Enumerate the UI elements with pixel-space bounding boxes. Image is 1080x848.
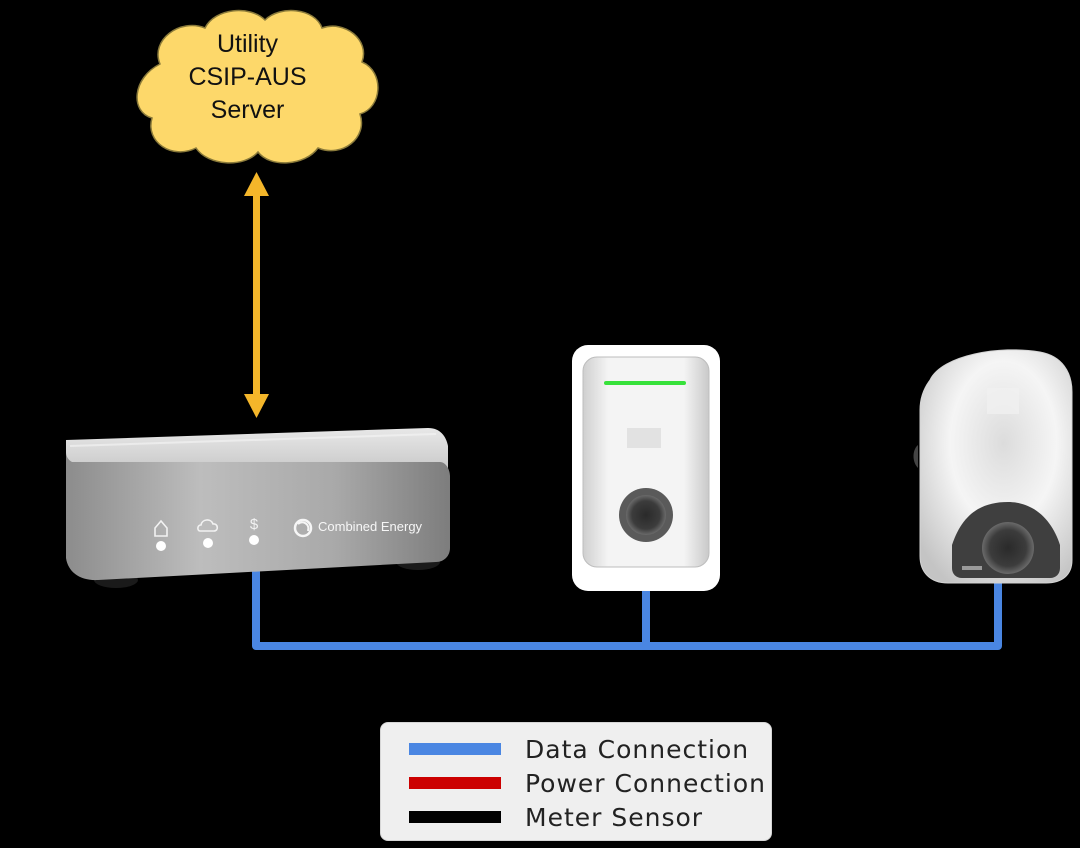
legend: Data Connection Power Connection Meter S…: [380, 722, 772, 841]
legend-swatch-power: [409, 777, 501, 789]
legend-item-meter: Meter Sensor: [381, 800, 771, 834]
charger-1-face: [582, 356, 710, 568]
home-led: [156, 541, 166, 551]
cloud-led: [203, 538, 213, 548]
legend-item-power: Power Connection: [381, 766, 771, 800]
ev-charger-2: [913, 349, 1073, 584]
cloud-label: Utility CSIP-AUS Server: [150, 28, 345, 127]
gateway-device: $ Combined Energy: [66, 428, 450, 588]
cloud-label-line-3: Server: [210, 96, 285, 124]
gateway-top: [66, 428, 448, 470]
ev-charger-1: [572, 345, 720, 591]
legend-swatch-data: [409, 743, 501, 755]
cloud-icon: [197, 519, 219, 532]
bidirectional-arrow: [244, 172, 269, 418]
brand-name: Combined Energy: [318, 519, 423, 534]
home-icon: [154, 519, 168, 537]
cloud-label-line-1: Utility: [216, 30, 279, 58]
legend-item-data: Data Connection: [381, 732, 771, 766]
dollar-icon: $: [250, 516, 259, 533]
legend-label-data: Data Connection: [525, 734, 750, 764]
brand-logo: Combined Energy: [293, 518, 423, 538]
charger-1-socket: [626, 495, 666, 535]
legend-label-power: Power Connection: [525, 768, 766, 798]
charger-2-socket: [982, 522, 1034, 574]
legend-swatch-meter: [409, 811, 501, 823]
status-light: [604, 381, 686, 385]
cloud-label-line-2: CSIP-AUS: [188, 63, 307, 91]
legend-label-meter: Meter Sensor: [525, 802, 704, 832]
dollar-led: [249, 535, 259, 545]
utility-cloud: [136, 9, 379, 164]
data-connection-lines: [252, 566, 1002, 650]
cloud-shape: [136, 9, 379, 164]
